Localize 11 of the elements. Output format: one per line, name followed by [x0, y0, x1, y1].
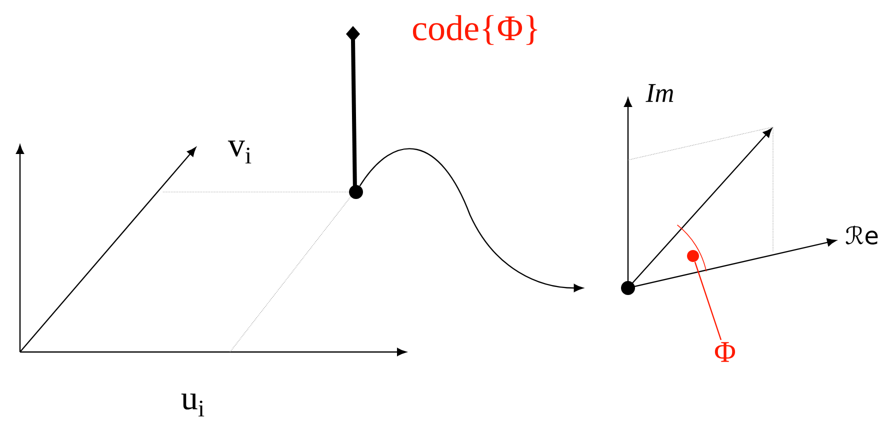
axis-label: Im [646, 84, 674, 102]
dot [687, 250, 699, 262]
leader-line [694, 262, 722, 340]
arrow [359, 148, 584, 292]
axis-label: u$_{i}$ [181, 394, 204, 416]
dot [621, 281, 635, 295]
axis-label: v$_{i}$ [228, 140, 252, 164]
dot [349, 185, 363, 199]
axis-label: ℛe [846, 226, 878, 244]
code-label: code{Φ} [412, 15, 538, 45]
phi-label: Φ [714, 342, 736, 362]
